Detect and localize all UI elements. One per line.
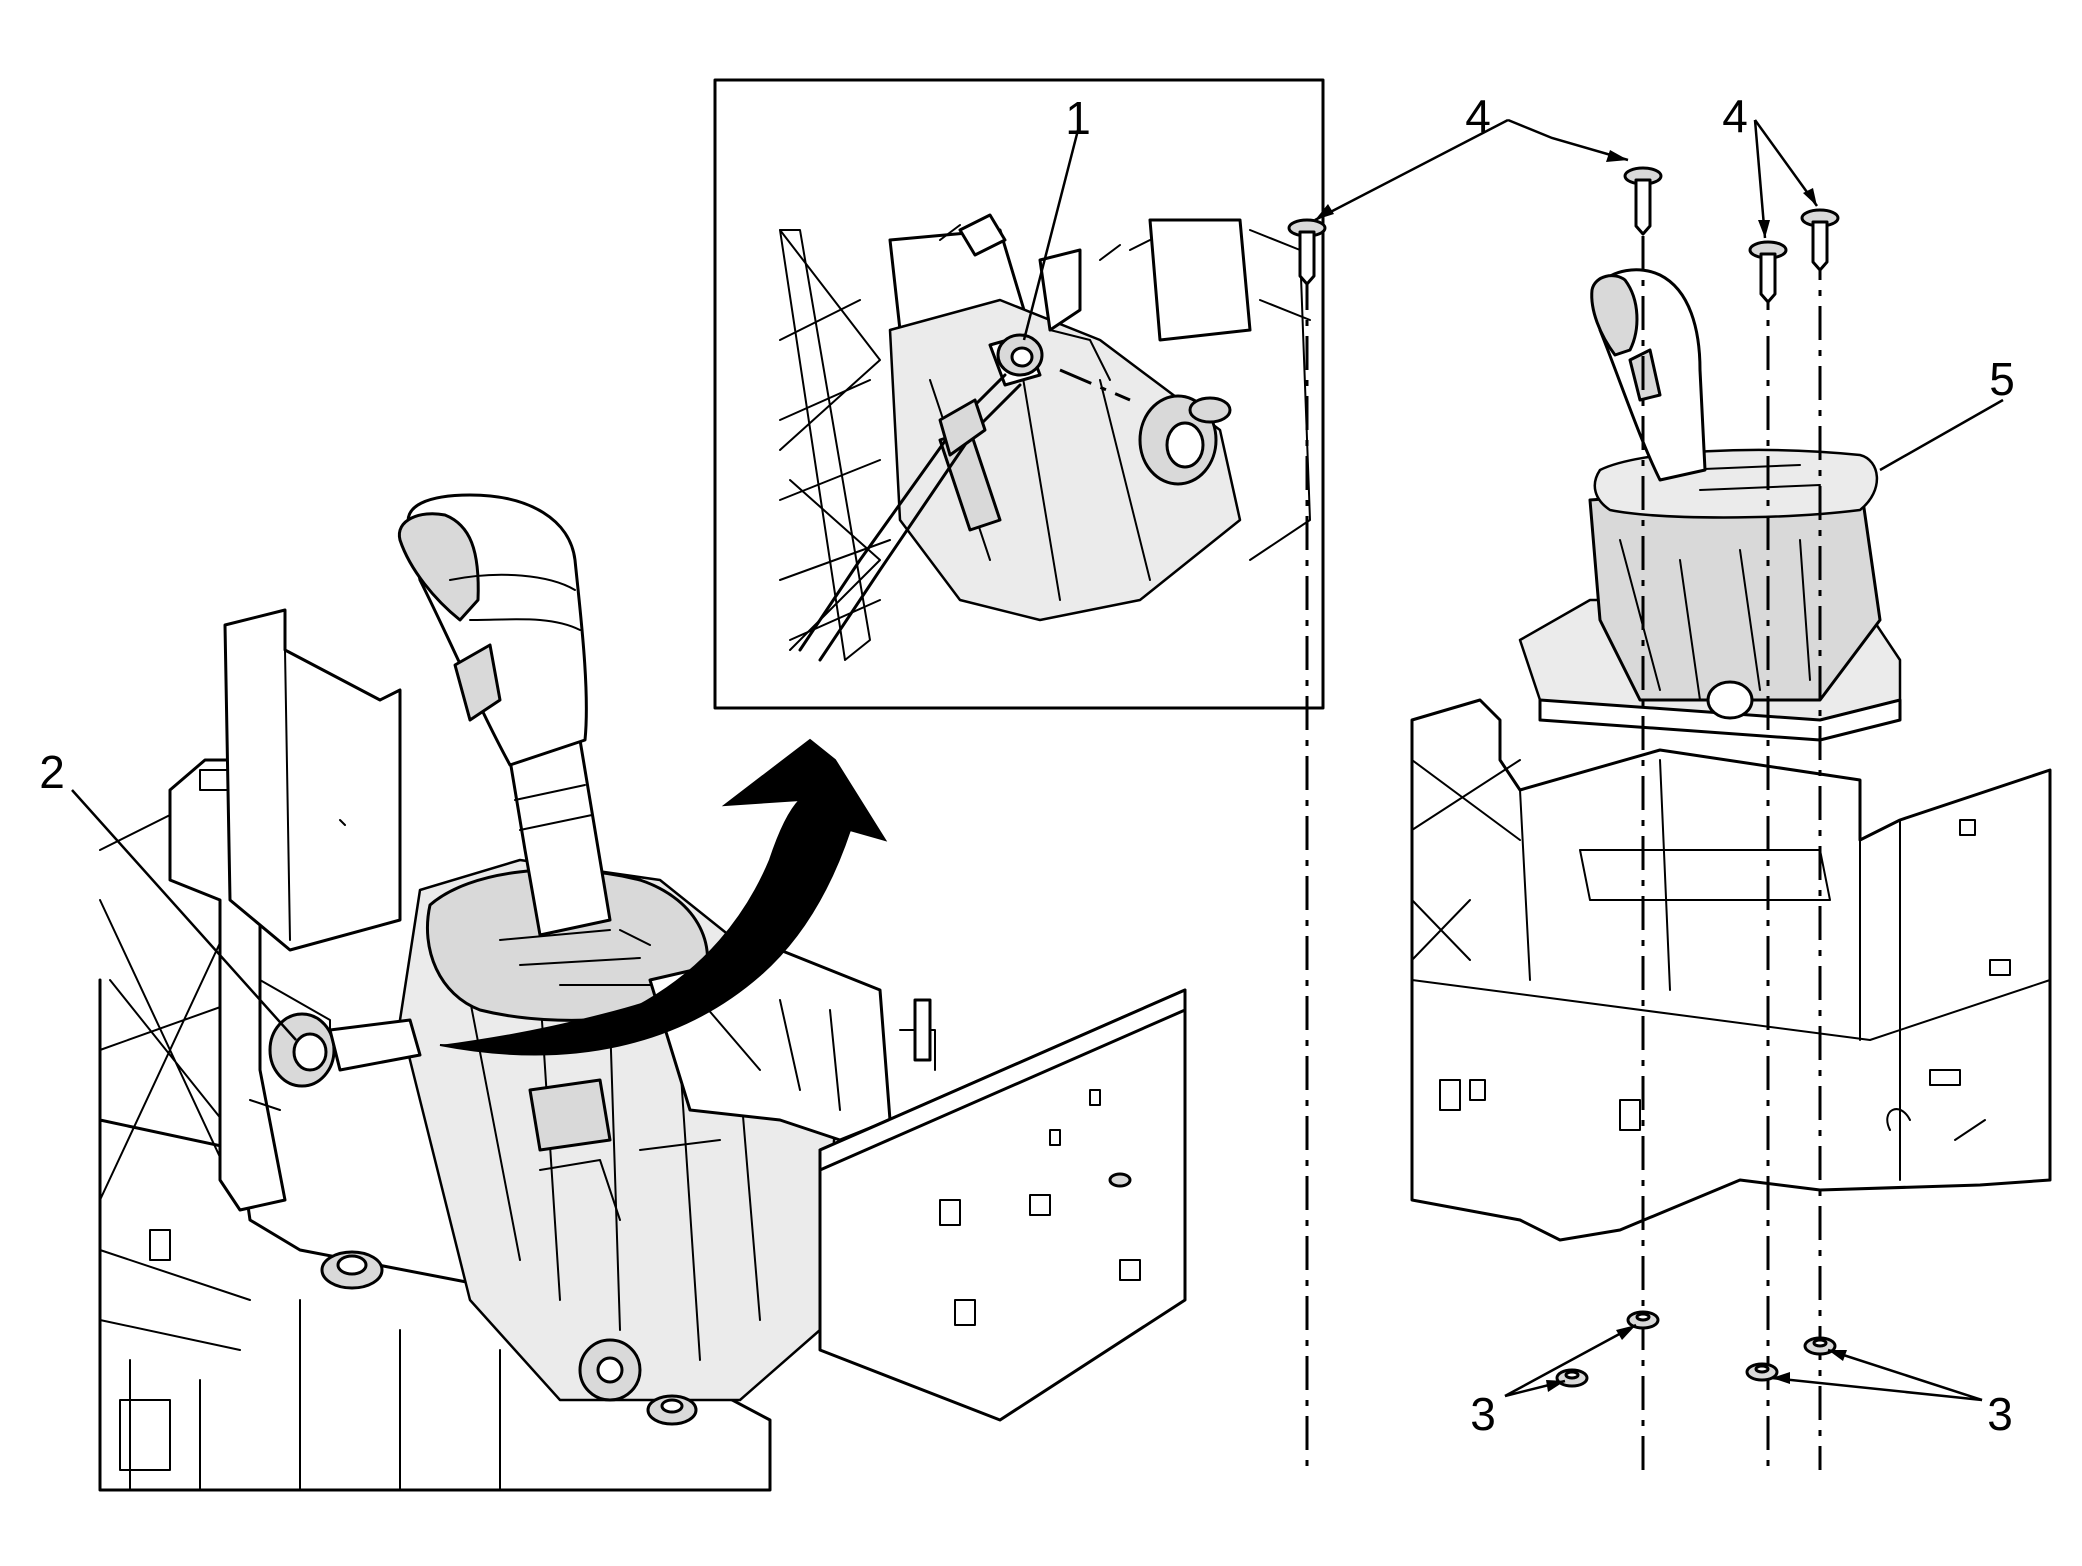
console-assembly-view — [98, 493, 1187, 1492]
callout-3-right: 3 — [1987, 1388, 2013, 1440]
cable-detail-inset — [713, 78, 1325, 710]
bolt-icon — [1287, 166, 1840, 304]
callout-1: 1 — [1065, 92, 1091, 144]
nut-icon — [1555, 1310, 1837, 1388]
callout-5: 5 — [1989, 353, 2015, 405]
callout-4-right: 4 — [1722, 90, 1748, 142]
shifter-exploded-view — [1287, 166, 2052, 1470]
callout-leaders — [71, 118, 2004, 1402]
removal-direction-arrow — [439, 738, 888, 1056]
callout-4-left: 4 — [1465, 90, 1491, 142]
callout-2: 2 — [39, 746, 65, 798]
callout-3-left: 3 — [1470, 1388, 1496, 1440]
